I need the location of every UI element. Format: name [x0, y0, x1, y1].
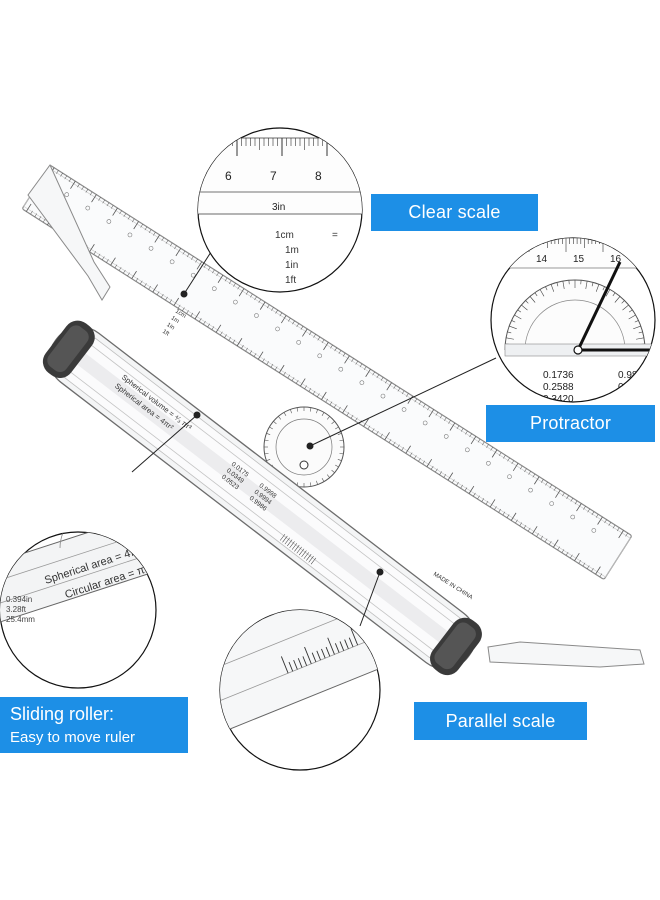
zoom-clear-num-7: 7	[270, 169, 277, 183]
ruler-holes	[64, 192, 597, 533]
zoom-roller-conv-1: 3.28ft	[6, 605, 27, 614]
zoom-prot-trig-a0: 0.1736	[543, 370, 574, 381]
zoom-clear-key-3: 1ft	[285, 275, 296, 286]
zoom-protractor: 14 15 16 0.1736 0.2588 0.3420 0.984 0.96…	[490, 237, 656, 405]
zoom-clear-num-8: 8	[315, 169, 322, 183]
ruler-conv-key-1: 1m	[170, 315, 180, 325]
zoom-clear-key-2: 1in	[285, 260, 298, 271]
protractor-label: Protractor	[486, 405, 655, 442]
zoom-prot-num-16: 16	[610, 254, 622, 265]
ruler-conv-key-2: 1in	[165, 322, 175, 331]
ruler-conv-key-3: 1ft	[161, 329, 170, 338]
ruler-left-foot	[27, 164, 111, 301]
ruler-conv-key-0: 1cm	[174, 309, 187, 320]
parallel-scale-label: Parallel scale	[414, 702, 587, 740]
zoom-parallel-scale	[219, 609, 381, 771]
zoom-clear-num-6: 6	[225, 169, 232, 183]
clear-scale-label: Clear scale	[371, 194, 538, 231]
zoom-prot-num-15: 15	[573, 254, 585, 265]
zoom-clear-scale: 6 7 8 3in 1cm 1m 1in 1ft =	[197, 127, 363, 293]
ruler-conv-keys: 1cm1m1in1ft	[161, 309, 187, 340]
zoom-clear-eq: =	[332, 230, 338, 241]
ruler-right-foot	[487, 641, 645, 668]
zoom-clear-inch-mark: 3in	[272, 202, 285, 213]
zoom-roller-conv-0: 0.394in	[6, 595, 32, 604]
zoom-prot-trig-b0: 0.984	[618, 370, 643, 381]
zoom-prot-trig-a1: 0.2588	[543, 382, 574, 393]
zoom-prot-trig-a2: 0.3420	[543, 394, 574, 405]
sliding-roller-subtitle: Easy to move ruler	[10, 729, 136, 746]
zoom-prot-num-14: 14	[536, 254, 548, 265]
zoom-clear-key-0: 1cm	[275, 230, 294, 241]
sliding-roller-label: Sliding roller: Easy to move ruler	[0, 697, 188, 753]
zoom-sliding-roller: Spherical area = 4πr² Circular area = πr…	[0, 531, 157, 689]
ruler: 1cm1m1in1ft MADE IN CHINA	[22, 164, 645, 668]
sliding-roller: Spherical volume = ⁴⁄₃ πr³ Spherical are…	[42, 320, 482, 676]
zoom-prot-trig-b1: 0.96	[618, 382, 638, 393]
ruler-conversion-table: 1cm1m1in1ft	[161, 309, 187, 340]
zoom-prot-trig-b2: 0.9	[618, 394, 632, 405]
sliding-roller-title: Sliding roller:	[10, 704, 115, 724]
zoom-clear-key-1: 1m	[285, 245, 299, 256]
zoom-roller-conv-2: 25.4mm	[6, 615, 35, 624]
